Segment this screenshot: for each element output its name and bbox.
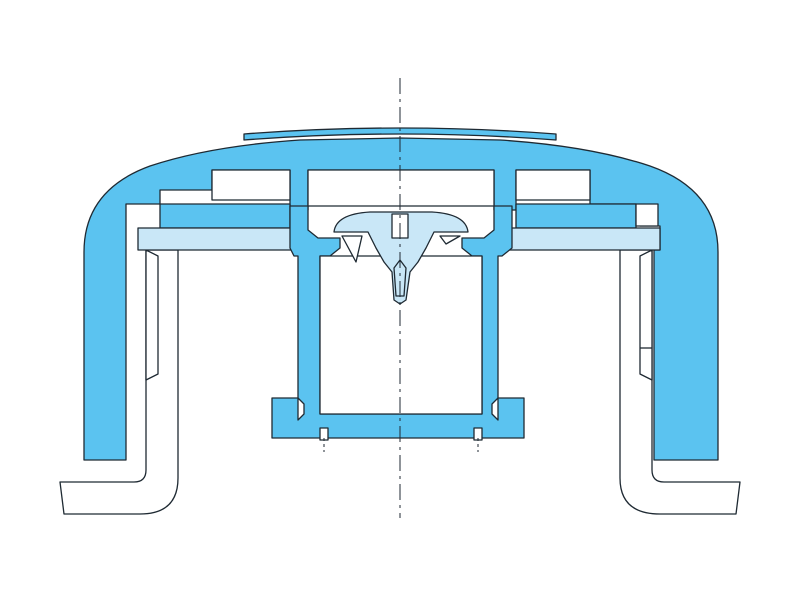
central-chamber [307,169,495,207]
left-valve-flap [341,235,363,263]
valve-head [333,211,469,305]
right-tube-lip [491,397,499,421]
inner-tube [271,205,525,439]
cap-top-disc [243,127,557,141]
right-valve-flap [439,235,461,245]
right-seal-ring [503,227,661,251]
left-tube-lip [297,397,305,421]
cap-inner-cavity [211,169,291,201]
cap-inner-cavity-right [515,169,591,201]
wall-chamfers [145,249,653,381]
valve-tip [393,259,407,297]
left-wall-chamfer [145,249,159,381]
tube-interior [319,255,483,415]
inner-plate-right [515,203,637,229]
right-plate-notch [635,203,659,227]
inner-plate [159,203,291,229]
right-wall-chamfer [639,249,653,381]
left-seal-ring [137,227,299,251]
